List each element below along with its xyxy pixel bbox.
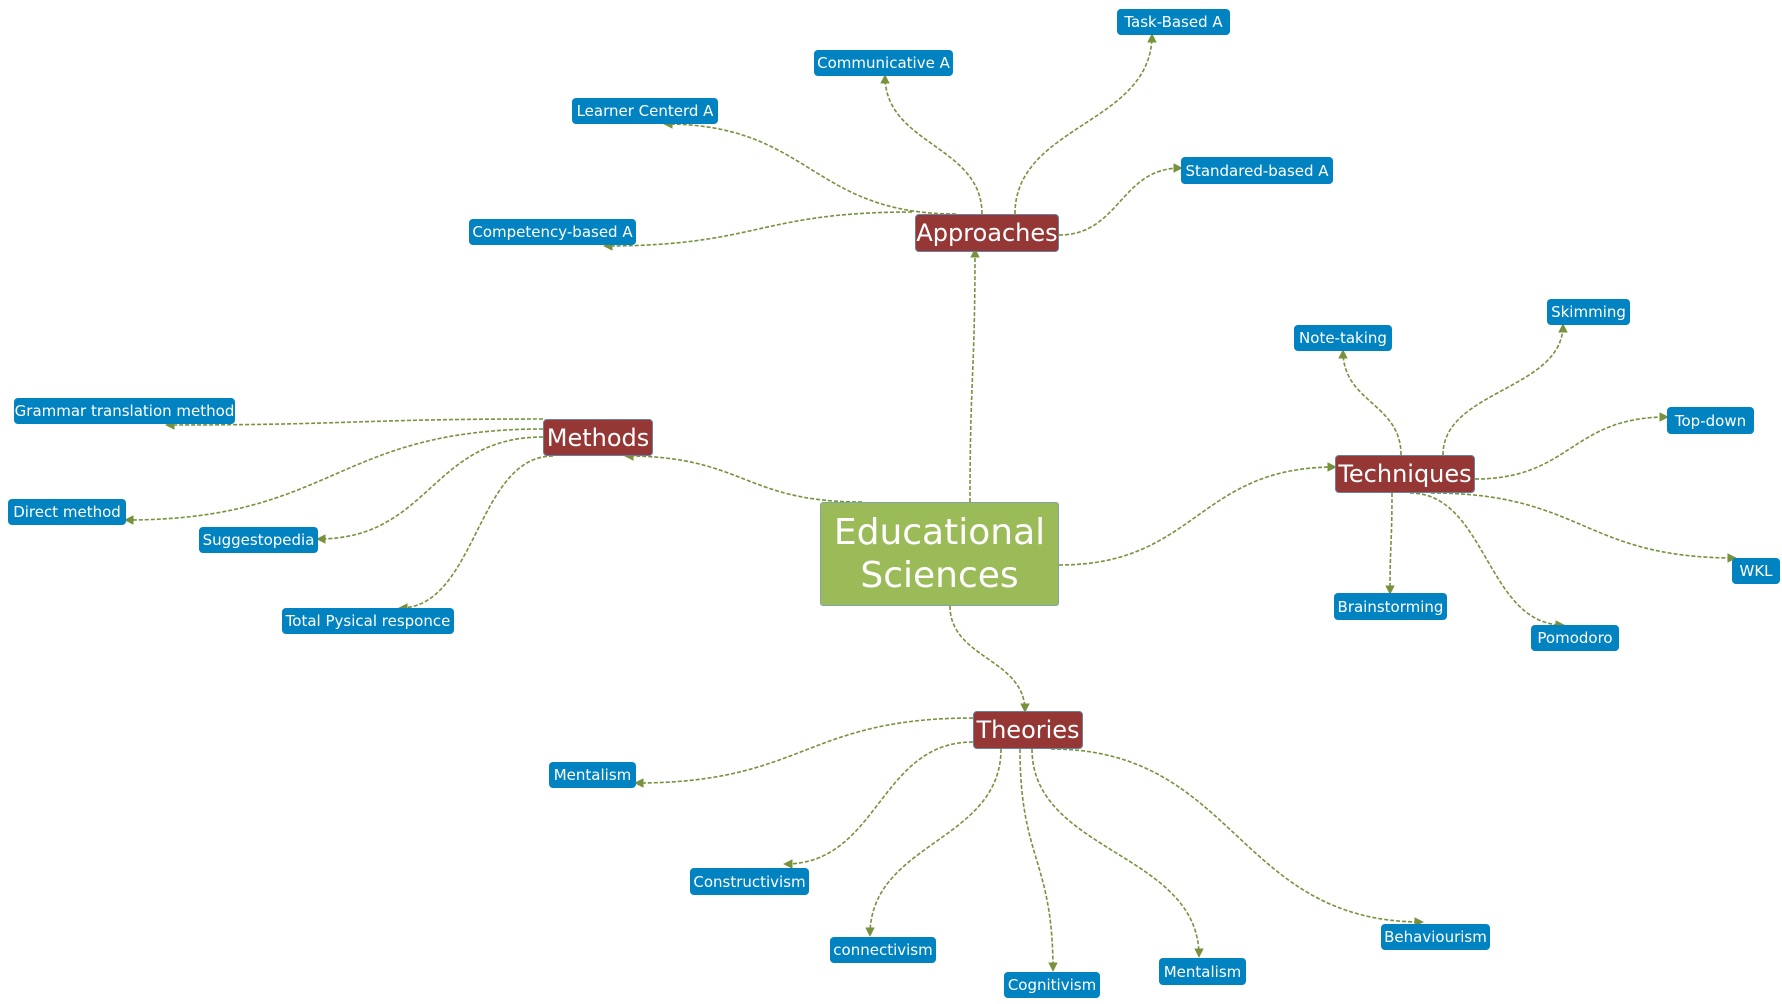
leaf-node-top-down[interactable]: Top-down xyxy=(1667,407,1754,434)
branch-node-methods[interactable]: Methods xyxy=(543,419,653,456)
leaf-label: connectivism xyxy=(833,941,933,959)
branch-node-approaches[interactable]: Approaches xyxy=(915,214,1059,252)
leaf-node-pomodoro[interactable]: Pomodoro xyxy=(1531,625,1619,651)
connector-methods-child-3 xyxy=(398,455,554,613)
connector-techniques-child-2 xyxy=(1474,412,1669,480)
leaf-node-constructivism[interactable]: Constructivism xyxy=(690,868,809,895)
leaf-label: Mentalism xyxy=(553,766,632,784)
central-topic-line-2: Sciences xyxy=(860,555,1019,596)
connector-approaches-child-4 xyxy=(1058,163,1183,236)
leaf-node-behaviourism[interactable]: Behaviourism xyxy=(1381,924,1490,950)
connector-approaches-child-0 xyxy=(603,211,913,251)
leaf-label: Communicative A xyxy=(817,54,950,72)
connector-theories-child-4 xyxy=(1031,748,1204,958)
connector-approaches-child-3 xyxy=(1014,33,1157,215)
leaf-node-suggestopedia[interactable]: Suggestopedia xyxy=(199,527,318,553)
leaf-node-cognitivism[interactable]: Cognitivism xyxy=(1004,972,1100,998)
connector-root-to-techniques xyxy=(1058,462,1337,566)
connector-theories-child-3 xyxy=(1019,748,1058,972)
leaf-label: Skimming xyxy=(1551,303,1626,321)
branch-label: Approaches xyxy=(916,219,1058,247)
leaf-node-skimming[interactable]: Skimming xyxy=(1547,299,1630,325)
central-topic-line-1: Educational xyxy=(833,512,1046,553)
connector-root-to-theories xyxy=(949,605,1030,713)
connector-root-to-approaches xyxy=(969,248,980,503)
leaf-label: Suggestopedia xyxy=(202,531,315,549)
leaf-node-mentalism-left[interactable]: Mentalism xyxy=(549,762,636,788)
leaf-label: Brainstorming xyxy=(1337,597,1444,616)
connector-root-to-methods xyxy=(624,451,863,503)
connector-techniques-child-0 xyxy=(1338,349,1402,456)
connector-approaches-child-2 xyxy=(880,74,983,215)
leaf-label: Mentalism xyxy=(1163,962,1242,981)
leaf-label: WKL xyxy=(1739,562,1773,580)
leaf-label: Task-Based A xyxy=(1124,13,1223,31)
leaf-node-grammar-translation[interactable]: Grammar translation method xyxy=(14,398,235,424)
connector-methods-child-2 xyxy=(316,436,544,544)
central-topic-node[interactable]: Educational Sciences xyxy=(820,502,1059,606)
leaf-label: Top-down xyxy=(1674,411,1747,430)
leaf-label: Grammar translation method xyxy=(14,402,235,420)
leaf-node-note-taking[interactable]: Note-taking xyxy=(1294,325,1392,351)
leaf-label: Note-taking xyxy=(1299,329,1387,347)
leaf-label: Direct method xyxy=(13,503,121,521)
leaf-label: Cognitivism xyxy=(1007,976,1097,994)
leaf-label: Learner Centerd A xyxy=(576,102,714,120)
connector-theories-child-5 xyxy=(1050,748,1424,927)
connector-techniques-child-3 xyxy=(1430,492,1737,563)
branch-label: Theories xyxy=(976,716,1080,744)
connector-theories-child-2 xyxy=(865,748,1002,937)
leaf-label: Constructivism xyxy=(693,872,806,891)
leaf-node-communicative[interactable]: Communicative A xyxy=(814,50,953,76)
connector-techniques-child-4 xyxy=(1385,492,1395,595)
branch-node-theories[interactable]: Theories xyxy=(973,711,1083,749)
branch-node-techniques[interactable]: Techniques xyxy=(1335,455,1475,493)
leaf-node-total-physical-response[interactable]: Total Pysical responce xyxy=(282,608,454,634)
connector-theories-child-1 xyxy=(783,741,974,869)
branch-label: Methods xyxy=(546,423,650,452)
connector-theories-child-0 xyxy=(634,717,974,788)
leaf-label: Standared-based A xyxy=(1185,161,1329,180)
leaf-node-task-based[interactable]: Task-Based A xyxy=(1117,9,1230,35)
leaf-label: Pomodoro xyxy=(1537,629,1613,647)
connector-techniques-child-1 xyxy=(1442,323,1568,456)
connector-methods-child-1 xyxy=(124,428,544,525)
leaf-node-learner-centered[interactable]: Learner Centerd A xyxy=(572,98,718,124)
leaf-label: Competency-based A xyxy=(472,223,633,241)
leaf-node-brainstorming[interactable]: Brainstorming xyxy=(1334,593,1447,620)
leaf-label: Total Pysical responce xyxy=(285,612,451,630)
leaf-node-connectivism[interactable]: connectivism xyxy=(830,937,936,963)
connector-approaches-child-1 xyxy=(663,119,957,215)
leaf-node-direct-method[interactable]: Direct method xyxy=(8,499,126,525)
leaf-node-competency-based[interactable]: Competency-based A xyxy=(469,219,636,245)
leaf-label: Behaviourism xyxy=(1384,928,1487,946)
branch-label: Techniques xyxy=(1338,460,1472,488)
leaf-node-mentalism-right[interactable]: Mentalism xyxy=(1159,958,1246,985)
leaf-node-standards-based[interactable]: Standared-based A xyxy=(1181,157,1333,184)
leaf-node-wkl[interactable]: WKL xyxy=(1732,558,1780,584)
